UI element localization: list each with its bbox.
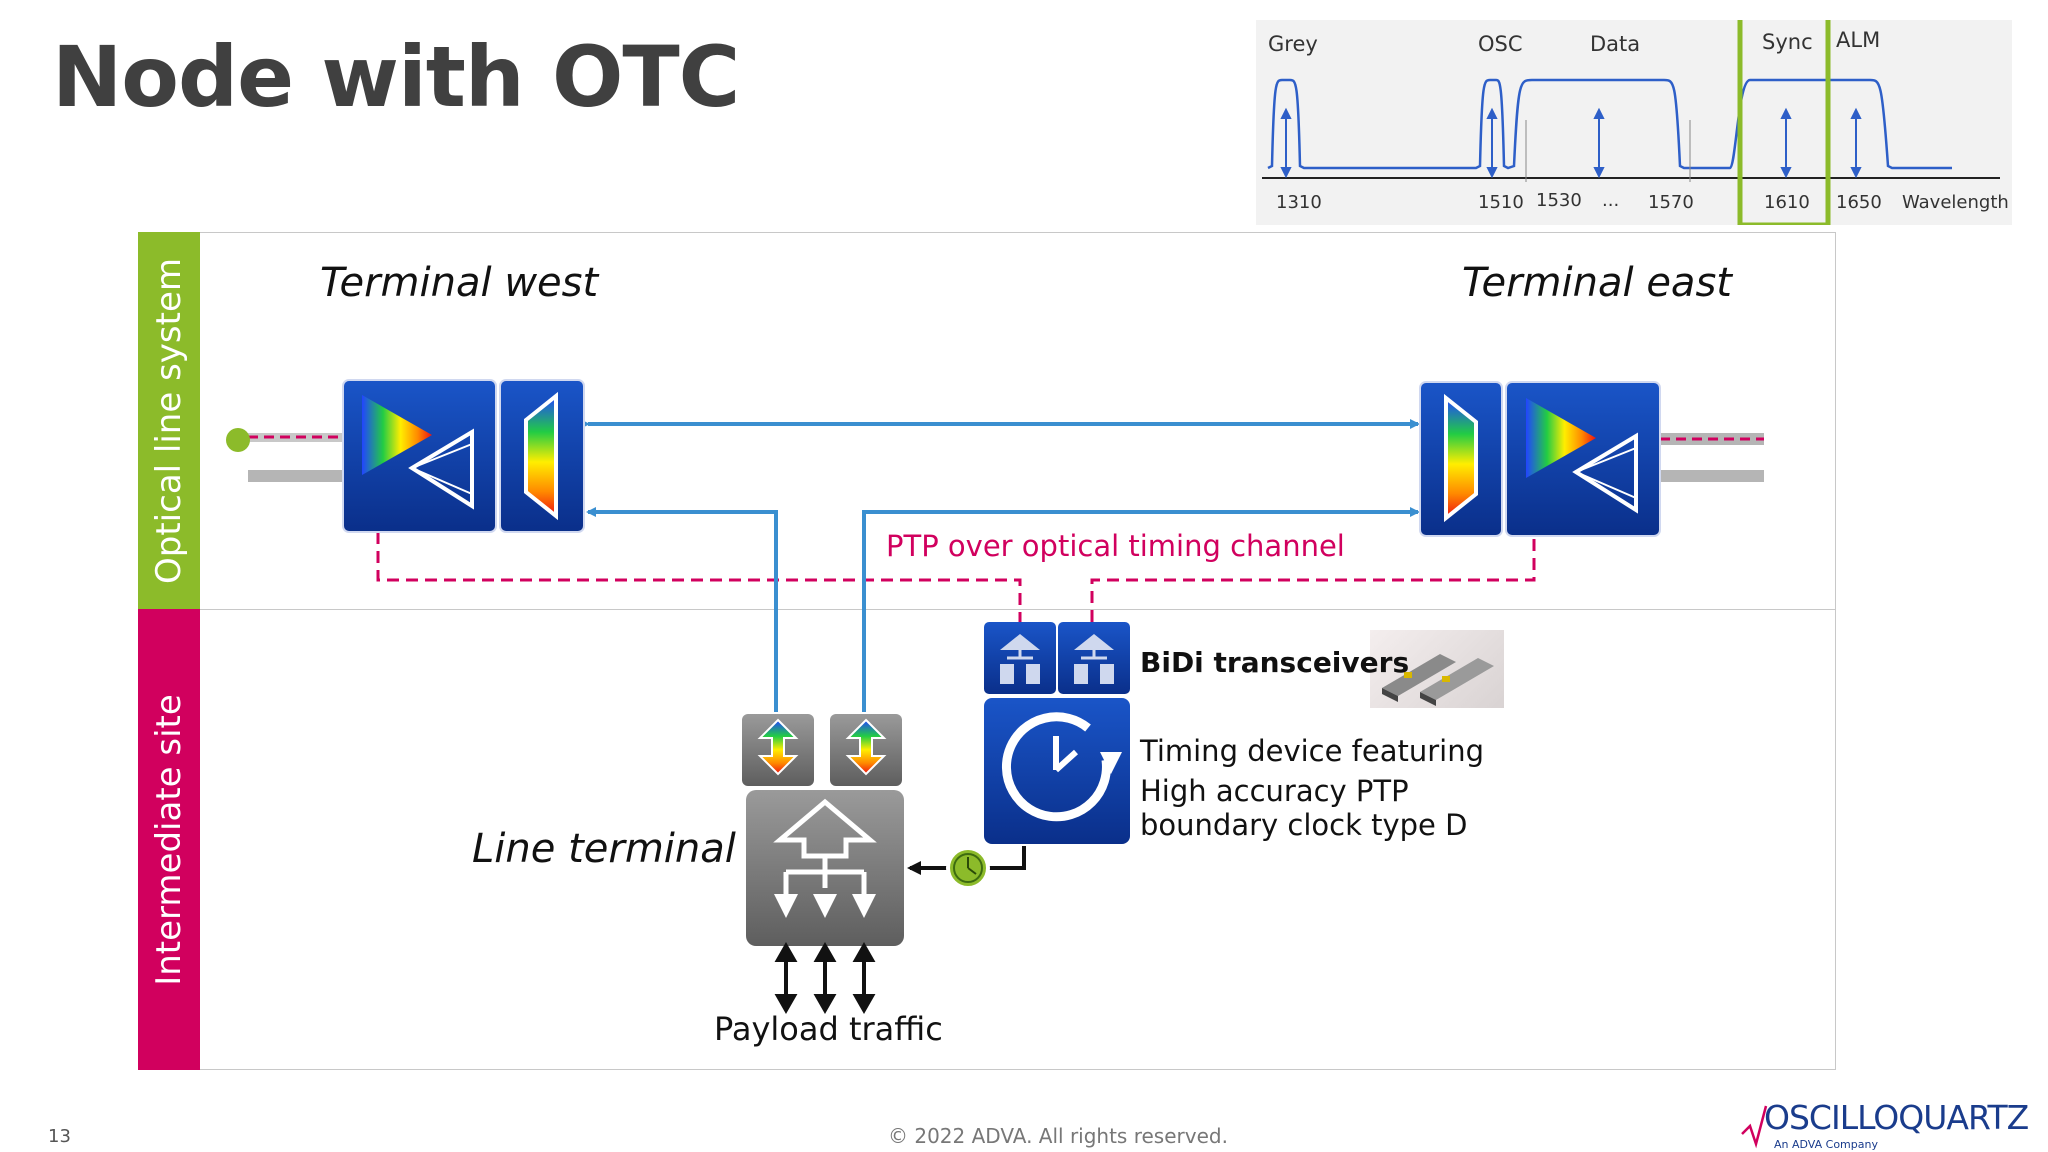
clock-icon: [946, 846, 990, 890]
fiber-to-east: [862, 507, 1420, 712]
slide-title: Node with OTC: [52, 28, 740, 126]
logo-wordmark: OSCILLOQUARTZ: [1764, 1098, 2029, 1137]
payload-traffic-label: Payload traffic: [714, 1010, 943, 1048]
wavelength-1610: 1610: [1764, 192, 1810, 213]
payload-arrows: [774, 941, 876, 1015]
west-amplifier: [342, 379, 497, 533]
terminal-east-label: Terminal east: [1462, 260, 1732, 306]
spectrum-curve: [1267, 78, 1952, 170]
transponder-1: [742, 714, 814, 786]
logo-subtext: An ADVA Company: [1774, 1138, 1878, 1151]
band-label-grey: Grey: [1268, 32, 1318, 56]
ptp-channel-label: PTP over optical timing channel: [886, 529, 1345, 563]
copyright-text: © 2022 ADVA. All rights reserved.: [888, 1124, 1228, 1148]
spectrum-arrows: [1280, 107, 1862, 179]
east-mux: [1419, 381, 1503, 537]
bidi-transceiver-1: [984, 622, 1056, 694]
timing-device-line2: High accuracy PTP: [1140, 774, 1409, 808]
spectrum-graphic: [1262, 20, 2000, 225]
wavelength-1650: 1650: [1836, 192, 1882, 213]
wavelength-1310: 1310: [1276, 192, 1322, 213]
west-mux: [499, 379, 585, 533]
page-number: 13: [48, 1126, 71, 1147]
bidi-transceiver-2: [1058, 622, 1130, 694]
band-label-osc: OSC: [1478, 32, 1523, 56]
west-fiber-stub: [226, 428, 344, 482]
band-intermediate-site: Intermediate site: [138, 609, 200, 1070]
bidi-transceiver-photo: [1370, 630, 1504, 708]
band-label-alm: ALM: [1836, 28, 1881, 52]
wavelength-1570: 1570: [1648, 192, 1694, 213]
line-terminal-label: Line terminal: [472, 826, 736, 872]
east-amplifier: [1505, 381, 1661, 537]
line-terminal-chassis: [746, 790, 904, 946]
east-fiber-stub: [1660, 433, 1764, 482]
spectrum-panel: Grey OSC Data Sync ALM 1310 1510 1530 ..…: [1256, 20, 2012, 225]
fiber-to-west: [586, 507, 778, 712]
band-label-sync: Sync: [1762, 30, 1813, 54]
bidi-label: BiDi transceivers: [1140, 646, 1410, 679]
section-separator: [200, 609, 1836, 610]
terminal-west-label: Terminal west: [320, 260, 599, 306]
timing-device-line1: Timing device featuring: [1140, 734, 1485, 768]
ptp-dashed-path: [376, 532, 1536, 622]
wavelength-1530: 1530: [1536, 190, 1582, 211]
timing-device-line3: boundary clock type D: [1140, 808, 1468, 842]
band-label-data: Data: [1590, 32, 1641, 56]
band-optical-line-system: Optical line system: [138, 232, 200, 609]
transponder-2: [830, 714, 902, 786]
oscilloquartz-logo: OSCILLOQUARTZ An ADVA Company: [1741, 1098, 2029, 1151]
timing-device: [984, 698, 1130, 844]
wavelength-ellipsis: ...: [1602, 190, 1620, 211]
sync-highlight-box: [1737, 20, 1831, 225]
wavelength-axis-label: Wavelength: [1902, 192, 2009, 213]
wavelength-1510: 1510: [1478, 192, 1524, 213]
